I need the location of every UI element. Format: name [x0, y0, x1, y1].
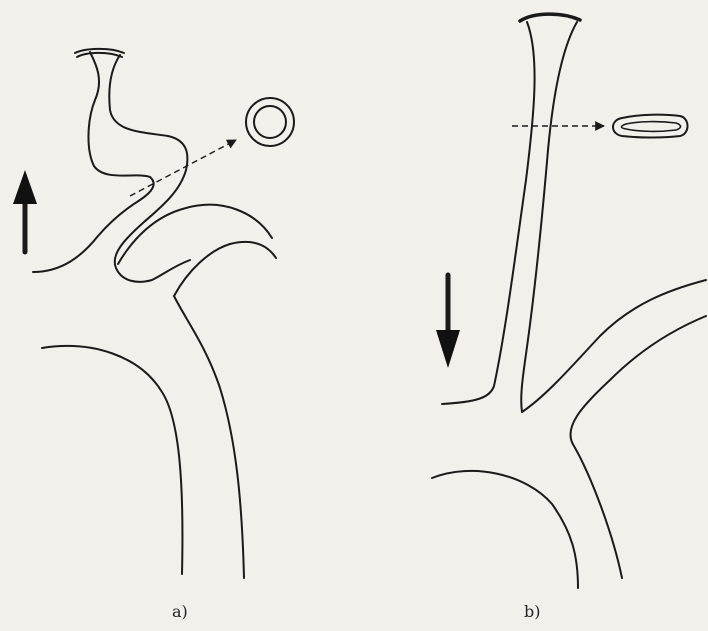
panel-b-tubule-left-wall	[442, 22, 535, 404]
panel-a-bulge-outer	[118, 205, 272, 264]
panel-a-bulge-inner	[174, 242, 276, 296]
panel-b-drawing	[432, 14, 706, 588]
panel-b-tubule-rim	[520, 14, 580, 21]
panel-b-large-curve	[432, 471, 578, 588]
panel-a-large-curve	[42, 346, 182, 574]
panel-a-label: a)	[172, 602, 188, 621]
panel-a-cross-section-inner	[254, 106, 286, 138]
panel-a-arrow-up-head	[13, 170, 37, 204]
panel-b-branch-lower	[570, 316, 706, 578]
panel-a-dashed-pointer	[130, 140, 236, 196]
panel-a-drawing	[13, 49, 294, 578]
panel-b-arrow-down-head	[436, 330, 460, 368]
panel-b-tubule-right-wall	[521, 22, 577, 412]
panel-a-wall-right	[174, 296, 244, 578]
panel-b-cross-section-inner	[622, 122, 681, 132]
panel-b-cross-section-outer	[613, 115, 688, 138]
panel-a-tubule-inner-wall	[109, 55, 190, 282]
panel-a-tubule-rim-lip	[77, 53, 122, 57]
panel-b-label: b)	[524, 602, 540, 621]
panel-b-branch-upper	[522, 280, 706, 412]
